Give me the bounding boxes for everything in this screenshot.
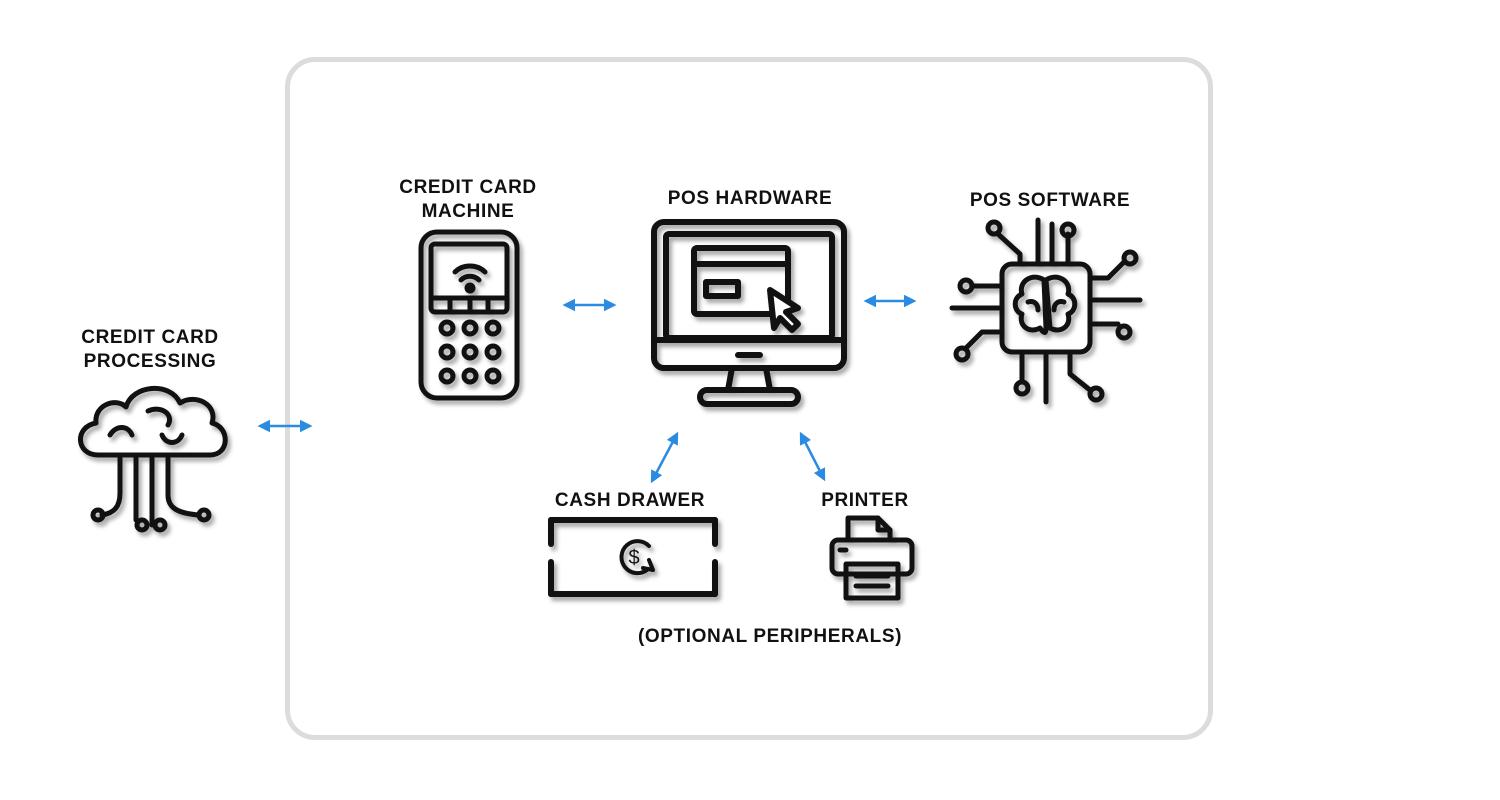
credit-card-machine-label-line1: CREDIT CARD — [399, 177, 537, 198]
printer-label: PRINTER — [821, 490, 909, 511]
card-terminal-icon — [418, 229, 520, 401]
credit-card-processing-label-line1: CREDIT CARD — [81, 327, 219, 348]
cloud-network-icon — [78, 386, 228, 533]
cash-drawer-icon: $ — [548, 517, 718, 597]
monitor-icon — [651, 219, 847, 407]
credit-card-processing-label: CREDIT CARD PROCESSING — [60, 326, 240, 374]
svg-text:$: $ — [628, 547, 639, 569]
credit-card-machine-label-line2: MACHINE — [421, 201, 515, 222]
pos-hardware-label: POS HARDWARE — [667, 188, 833, 209]
credit-card-machine-label: CREDIT CARD MACHINE — [378, 176, 558, 224]
hardware-to-cash-drawer-arrow — [650, 431, 679, 484]
credit-card-processing-label-line2: PROCESSING — [83, 351, 217, 372]
hardware-to-printer-arrow — [799, 431, 826, 482]
printer-icon — [829, 515, 915, 601]
chip-brain-icon — [949, 217, 1143, 405]
pos-software-label: POS SOFTWARE — [969, 190, 1131, 211]
optional-peripherals-note: (OPTIONAL PERIPHERALS) — [637, 626, 903, 647]
cash-drawer-label: CASH DRAWER — [554, 490, 706, 511]
